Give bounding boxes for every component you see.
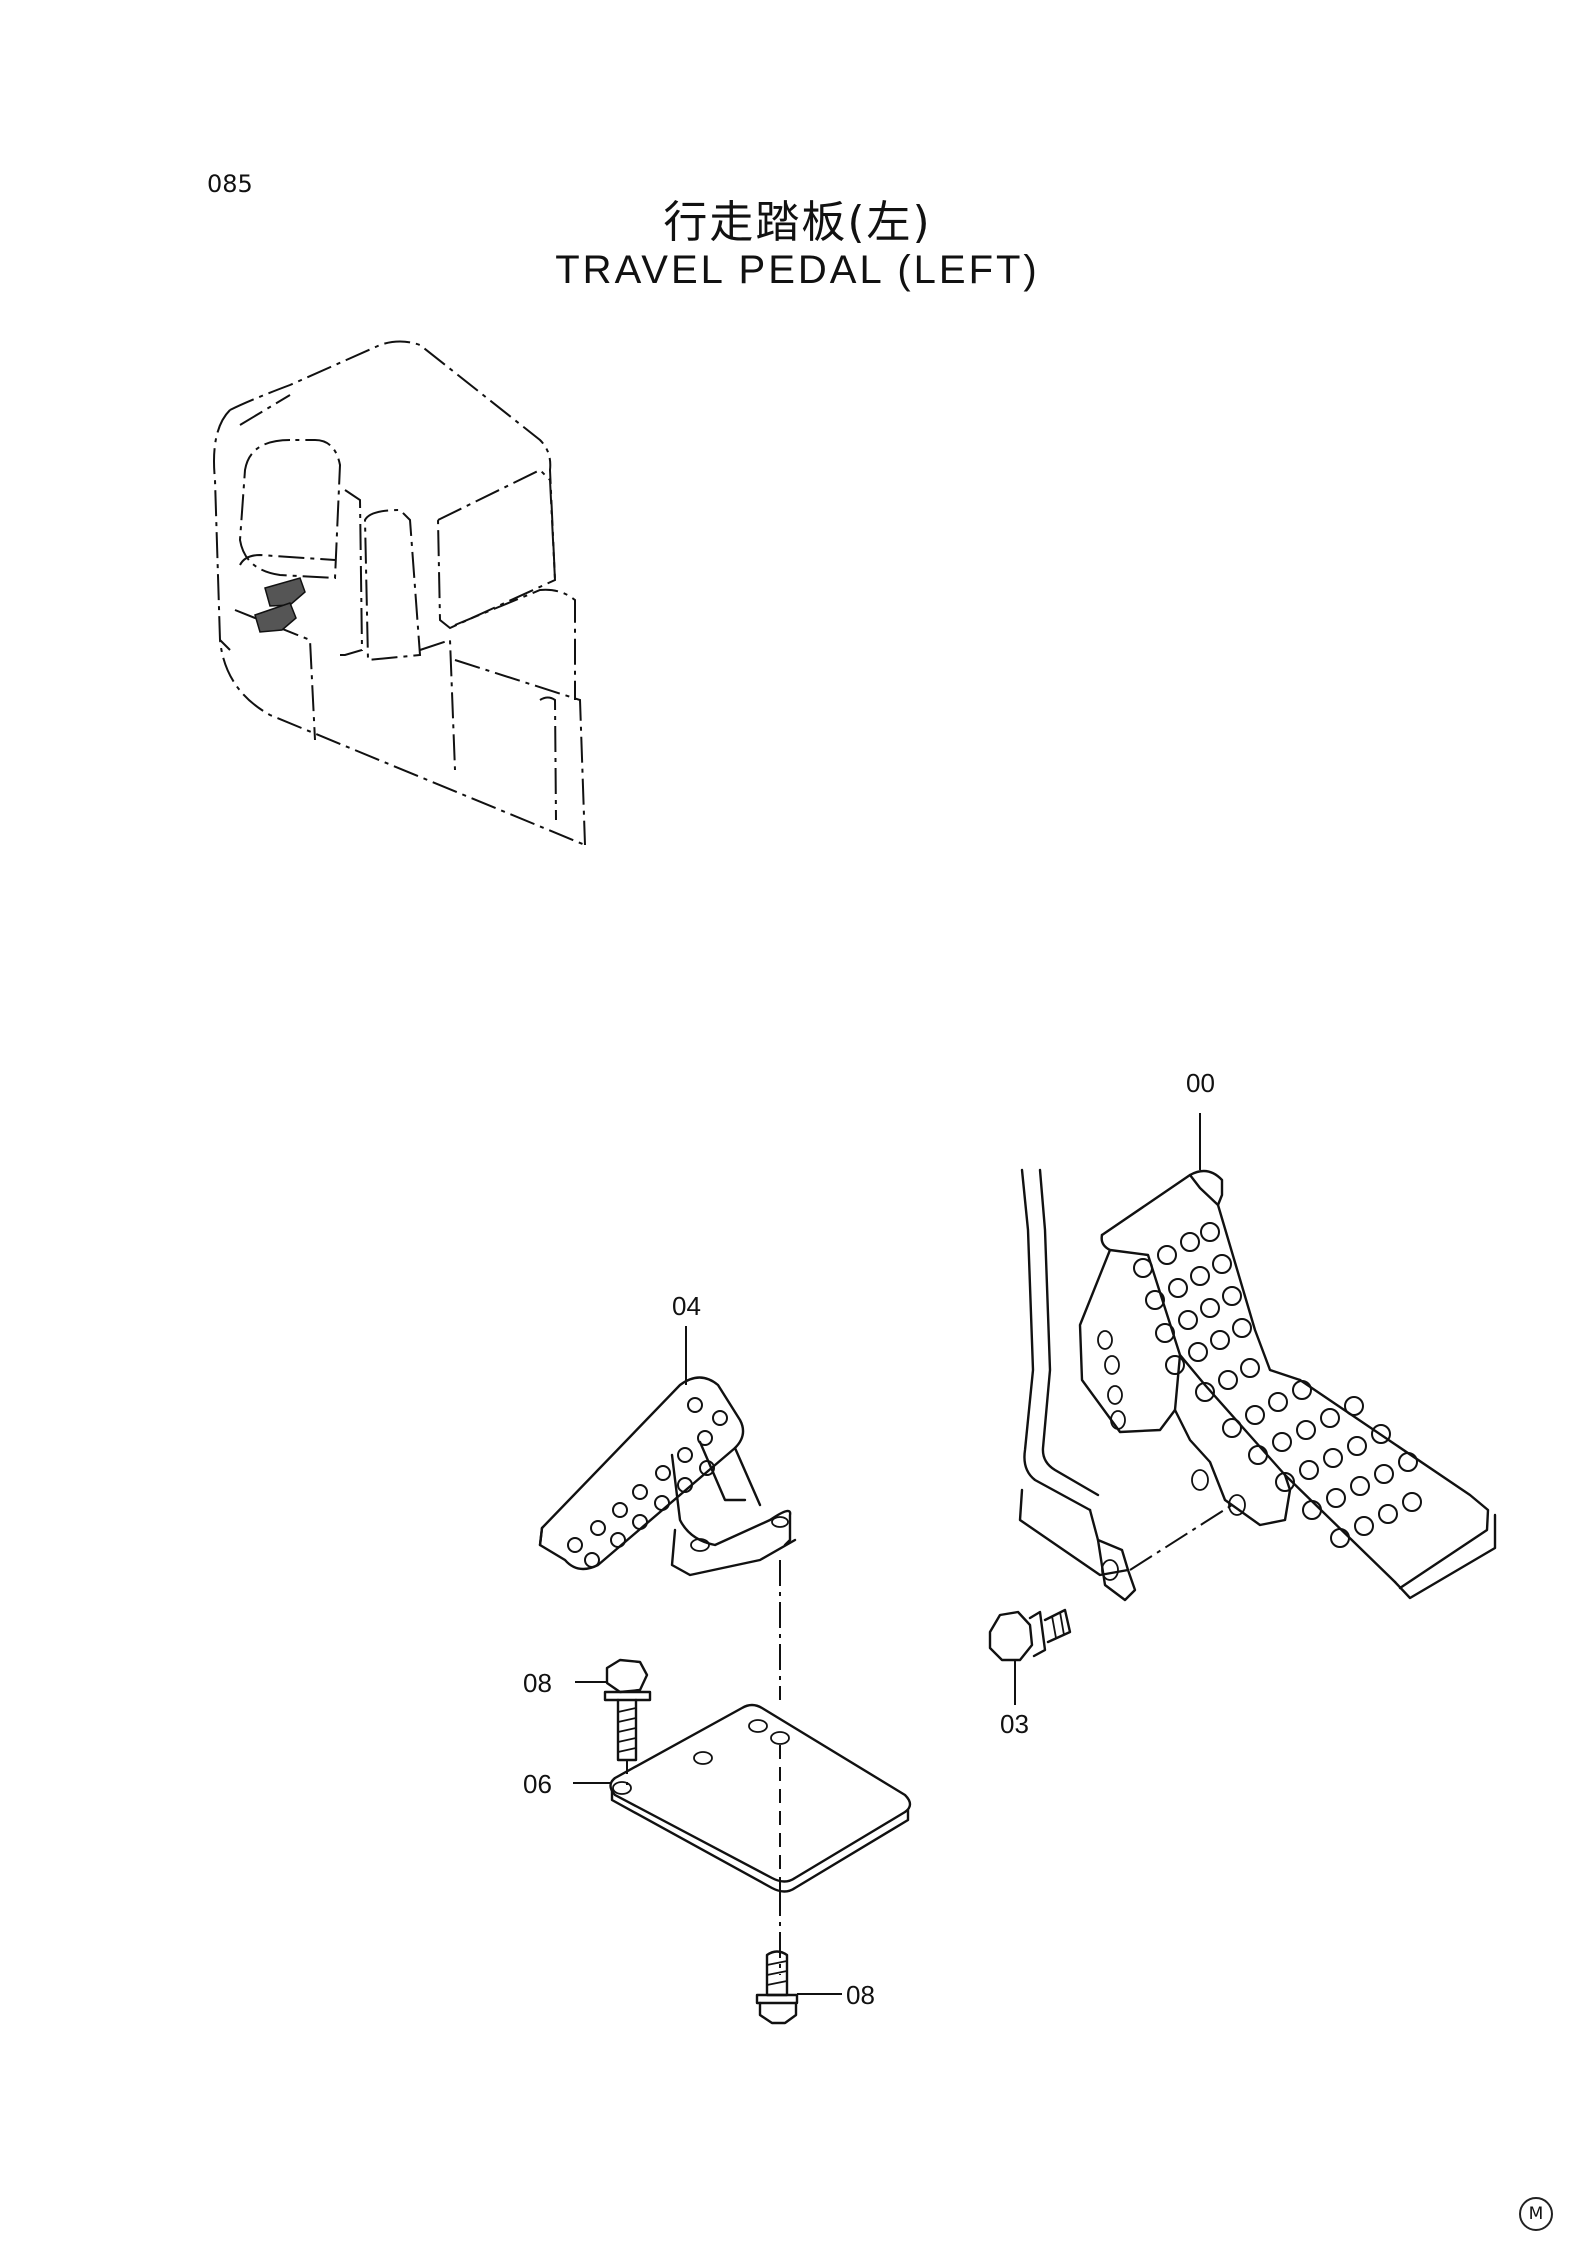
title-english: TRAVEL PEDAL (LEFT) xyxy=(555,248,1040,292)
callout-04: 04 xyxy=(672,1291,701,1321)
callout-08-top: 08 xyxy=(523,1668,552,1698)
callout-08-bottom: 08 xyxy=(846,1980,875,2010)
pedal-00 xyxy=(1018,1168,1497,1602)
assembly-line-00 xyxy=(1129,1504,1233,1571)
pedal-location-mark xyxy=(264,577,306,607)
callout-06: 06 xyxy=(523,1769,552,1799)
plate-06 xyxy=(609,1703,912,1893)
bolt-08-bottom xyxy=(755,1950,799,2025)
trademark-mark: M xyxy=(1519,2197,1553,2231)
bolt-03 xyxy=(988,1608,1072,1662)
pedal-04 xyxy=(538,1376,797,1577)
callout-00: 00 xyxy=(1186,1068,1215,1098)
page-code: 085 xyxy=(207,170,253,198)
title-chinese: 行走踏板(左) xyxy=(663,197,932,248)
bolt-08-top xyxy=(603,1658,652,1785)
cab-location-view xyxy=(213,340,586,846)
callout-03: 03 xyxy=(1000,1709,1029,1739)
